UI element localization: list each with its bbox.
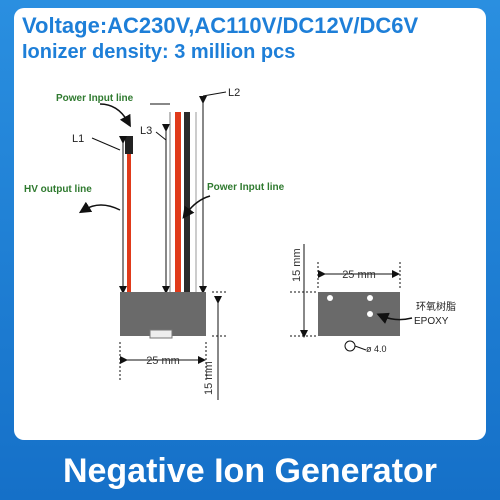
pin-dot-2: [367, 295, 373, 301]
dim-25-top-label: 25 mm: [342, 269, 376, 281]
power-input-top-label: Power Input line: [56, 93, 134, 104]
hole-label: ø 4.0: [366, 344, 387, 354]
epoxy-en-label: EPOXY: [414, 316, 449, 327]
l3-label: L3: [140, 125, 152, 137]
module-slot: [149, 329, 173, 339]
ionizer-density-spec: Ionizer density: 3 million pcs: [22, 41, 296, 63]
content-panel: [14, 8, 486, 440]
dim-25-bottom-label: 25 mm: [146, 355, 180, 367]
dim-15-left-label: 15 mm: [203, 361, 215, 395]
pin-dot-3: [367, 311, 373, 317]
hv-output-label: HV output line: [24, 184, 92, 195]
product-title: Negative Ion Generator: [62, 452, 438, 490]
l1-label: L1: [72, 133, 84, 145]
epoxy-cn-label: 环氧树脂: [416, 300, 456, 313]
pin-dot-1: [327, 295, 333, 301]
voltage-spec: Voltage:AC230V,AC110V/DC12V/DC6V: [22, 13, 419, 38]
wire-l1-red: [125, 136, 133, 292]
l2-label: L2: [228, 87, 240, 99]
wire-l1-terminal: [125, 136, 133, 154]
power-input-right-label: Power Input line: [207, 182, 285, 193]
mount-hole: [344, 340, 356, 352]
dim-15-right-label: 15 mm: [291, 248, 303, 282]
generator-module: [120, 292, 206, 336]
